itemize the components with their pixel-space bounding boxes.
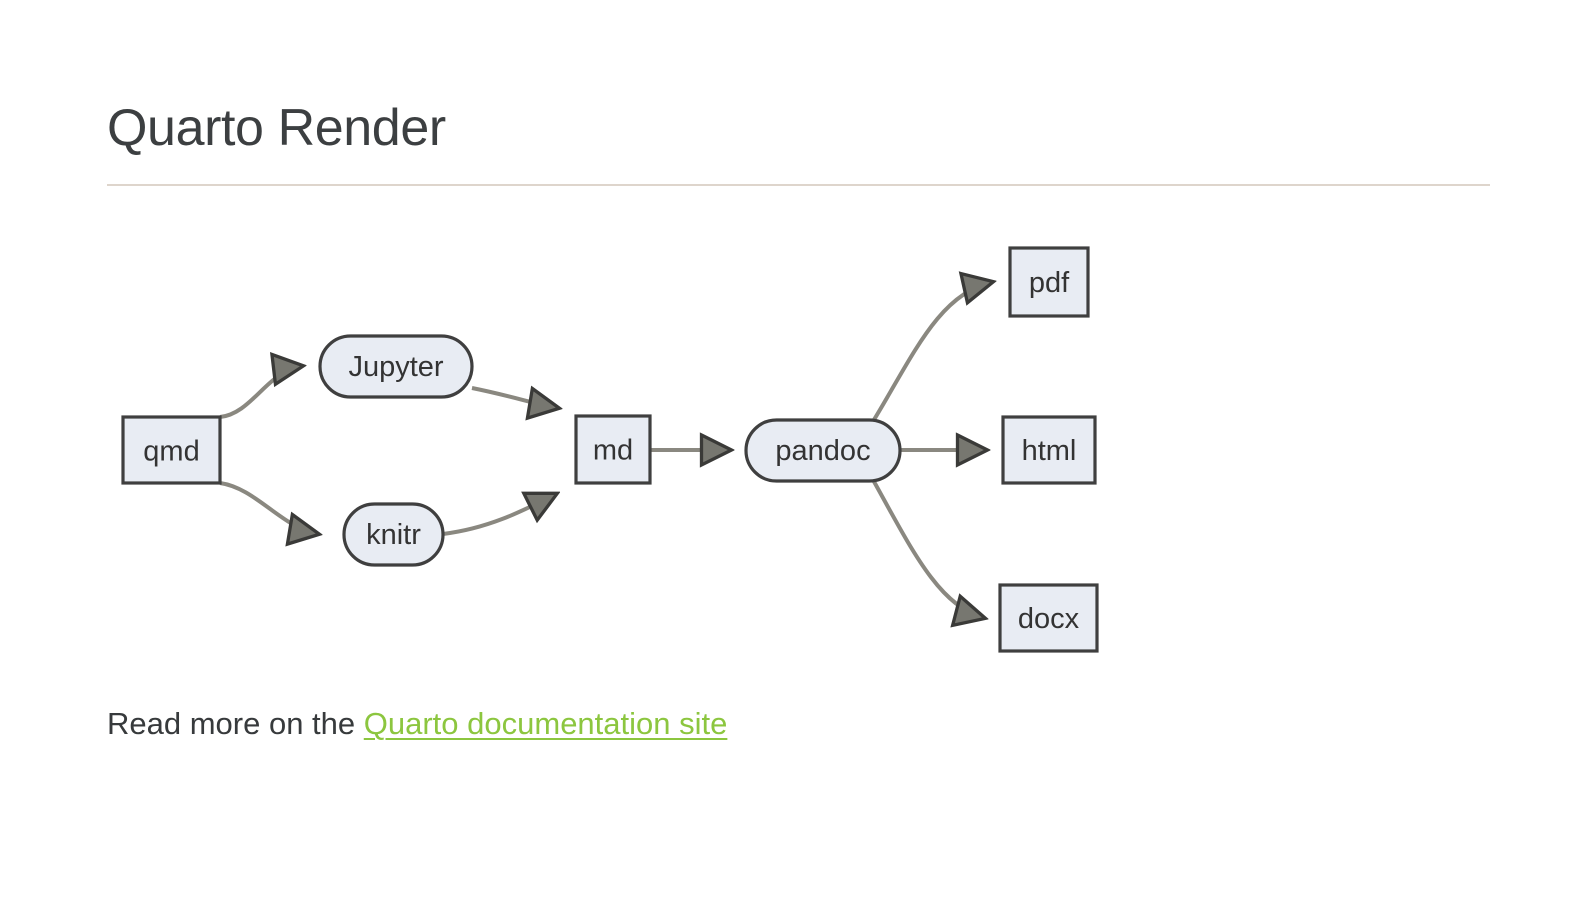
node-docx-label: docx	[1018, 603, 1080, 635]
read-more-lead-text: Read more on the	[107, 706, 364, 741]
read-more-paragraph: Read more on the Quarto documentation si…	[107, 702, 727, 747]
node-pandoc[interactable]: pandoc	[744, 418, 902, 483]
node-qmd-shape	[121, 415, 222, 485]
node-jupyter-label: Jupyter	[348, 351, 443, 383]
flowchart-edges	[219, 282, 992, 618]
node-html-label: html	[1022, 435, 1077, 467]
edge-pandoc-to-pdf	[870, 282, 992, 425]
quarto-documentation-link[interactable]: Quarto documentation site	[363, 706, 728, 741]
quarto-render-flowchart: qmd Jupyter knitr md pandoc	[0, 218, 1280, 658]
node-knitr[interactable]: knitr	[342, 502, 445, 567]
node-html-shape	[1001, 415, 1097, 485]
node-html[interactable]: html	[1001, 415, 1097, 485]
node-md-shape	[574, 414, 652, 485]
node-pandoc-label: pandoc	[775, 435, 870, 467]
node-knitr-shape	[342, 502, 445, 567]
node-jupyter-shape	[318, 334, 474, 399]
node-jupyter[interactable]: Jupyter	[318, 334, 474, 399]
title-divider	[107, 184, 1490, 187]
flowchart-svg: qmd Jupyter knitr md pandoc	[121, 246, 1099, 653]
node-docx[interactable]: docx	[998, 583, 1099, 653]
node-pdf-label: pdf	[1029, 267, 1070, 299]
node-qmd[interactable]: qmd	[121, 415, 222, 485]
edge-jupyter-to-md	[471, 388, 558, 408]
node-qmd-label: qmd	[143, 436, 199, 468]
edge-qmd-to-jupyter	[219, 366, 302, 419]
title-block: Quarto Render	[107, 99, 1490, 187]
edge-pandoc-to-docx	[870, 477, 984, 618]
node-md[interactable]: md	[574, 414, 652, 485]
node-pdf-shape	[1008, 246, 1090, 318]
page-title: Quarto Render	[107, 99, 446, 157]
edge-knitr-to-md	[442, 494, 556, 536]
node-pandoc-shape	[744, 418, 902, 483]
node-docx-shape	[998, 583, 1099, 653]
node-md-label: md	[593, 435, 633, 467]
node-knitr-label: knitr	[366, 519, 421, 551]
edge-qmd-to-knitr	[219, 481, 318, 534]
node-pdf[interactable]: pdf	[1008, 246, 1090, 318]
